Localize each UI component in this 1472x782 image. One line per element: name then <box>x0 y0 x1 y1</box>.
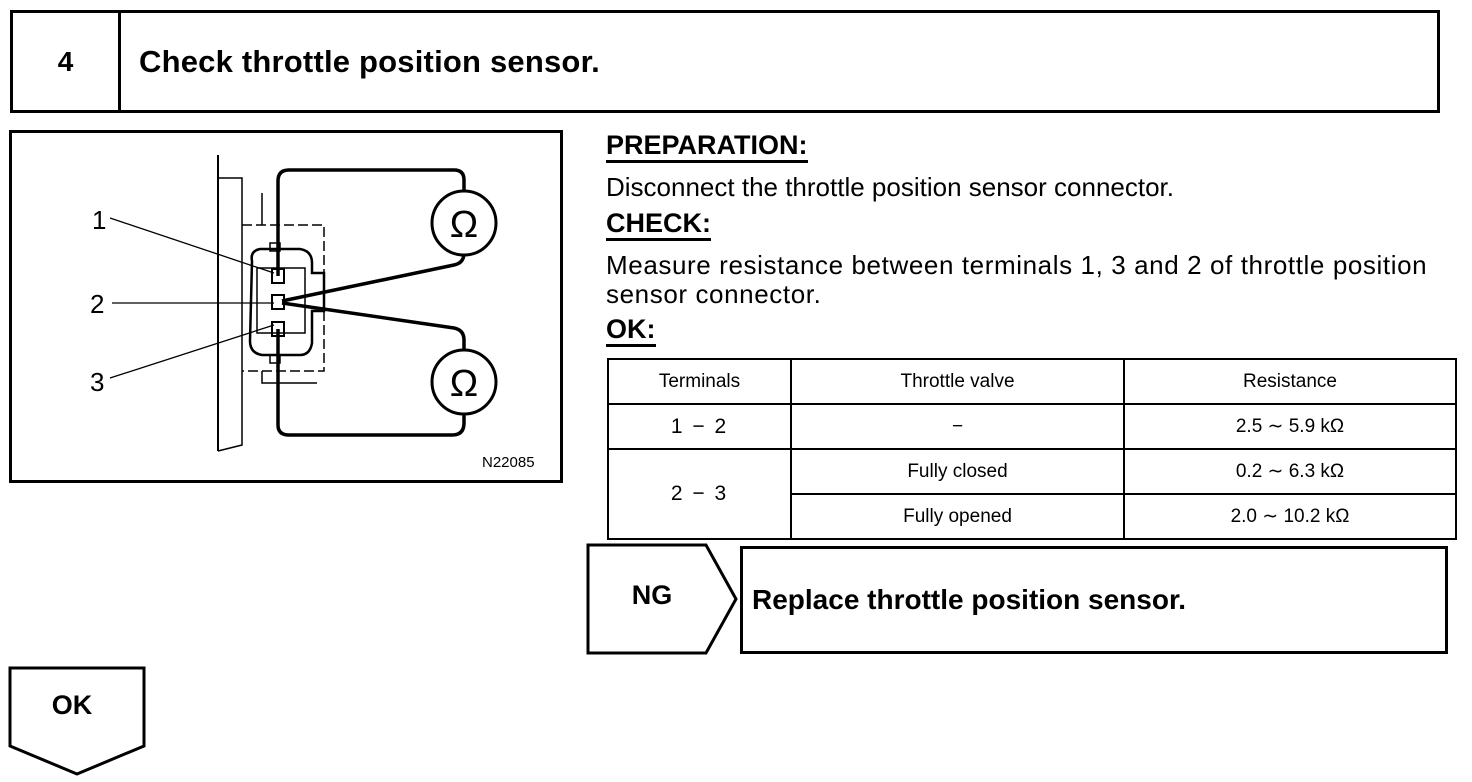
ok-heading: OK: <box>606 314 656 347</box>
column-header: Throttle valve <box>790 358 1125 405</box>
table-header-row: Terminals Throttle valve Resistance <box>607 358 1457 405</box>
ng-label: NG <box>631 580 673 610</box>
ng-arrow-box <box>586 543 738 655</box>
resistance-cell: 2.0 ∼ 10.2 kΩ <box>1123 493 1457 540</box>
step-title: Check throttle position sensor. <box>139 43 600 79</box>
sensor-connector-drawing: 1 2 3 Ω Ω N22085 <box>90 155 535 471</box>
terminals-cell: 2 − 3 <box>607 448 792 540</box>
terminals-cell: 1 − 2 <box>607 403 792 450</box>
step-number: 4 <box>13 13 121 110</box>
column-header: Resistance <box>1123 358 1457 405</box>
ohmmeter-icon-bottom: Ω <box>450 363 478 405</box>
terminal-label-2: 2 <box>90 289 104 319</box>
resistance-spec-table: Terminals Throttle valve Resistance 1 − … <box>607 358 1457 540</box>
check-text: Measure resistance between terminals 1, … <box>606 250 1428 309</box>
preparation-heading: PREPARATION: <box>606 130 808 163</box>
ohmmeter-icon-top: Ω <box>450 204 478 246</box>
preparation-text: Disconnect the throttle position sensor … <box>606 172 1174 202</box>
check-heading: CHECK: <box>606 208 711 241</box>
step-header: 4 Check throttle position sensor. <box>10 10 1440 113</box>
ng-action-box: Replace throttle position sensor. <box>740 546 1448 654</box>
valve-cell: Fully closed <box>790 448 1125 495</box>
valve-cell: − <box>790 403 1125 450</box>
terminal-label-3: 3 <box>90 367 104 397</box>
connector-diagram: 1 2 3 Ω Ω N22085 <box>9 130 563 483</box>
ok-label: OK <box>51 690 93 720</box>
terminal-label-1: 1 <box>92 205 106 235</box>
resistance-cell: 0.2 ∼ 6.3 kΩ <box>1123 448 1457 495</box>
table-row: Fully opened 2.0 ∼ 10.2 kΩ <box>608 493 1457 540</box>
table-row: 2 − 3 Fully closed 0.2 ∼ 6.3 kΩ <box>607 448 1457 540</box>
resistance-cell: 2.5 ∼ 5.9 kΩ <box>1123 403 1457 450</box>
table-row: 1 − 2 − 2.5 ∼ 5.9 kΩ <box>607 403 1457 450</box>
valve-cell: Fully opened <box>790 493 1125 540</box>
figure-code: N22085 <box>482 454 535 471</box>
ok-arrow-box <box>8 666 146 776</box>
column-header: Terminals <box>607 358 792 405</box>
